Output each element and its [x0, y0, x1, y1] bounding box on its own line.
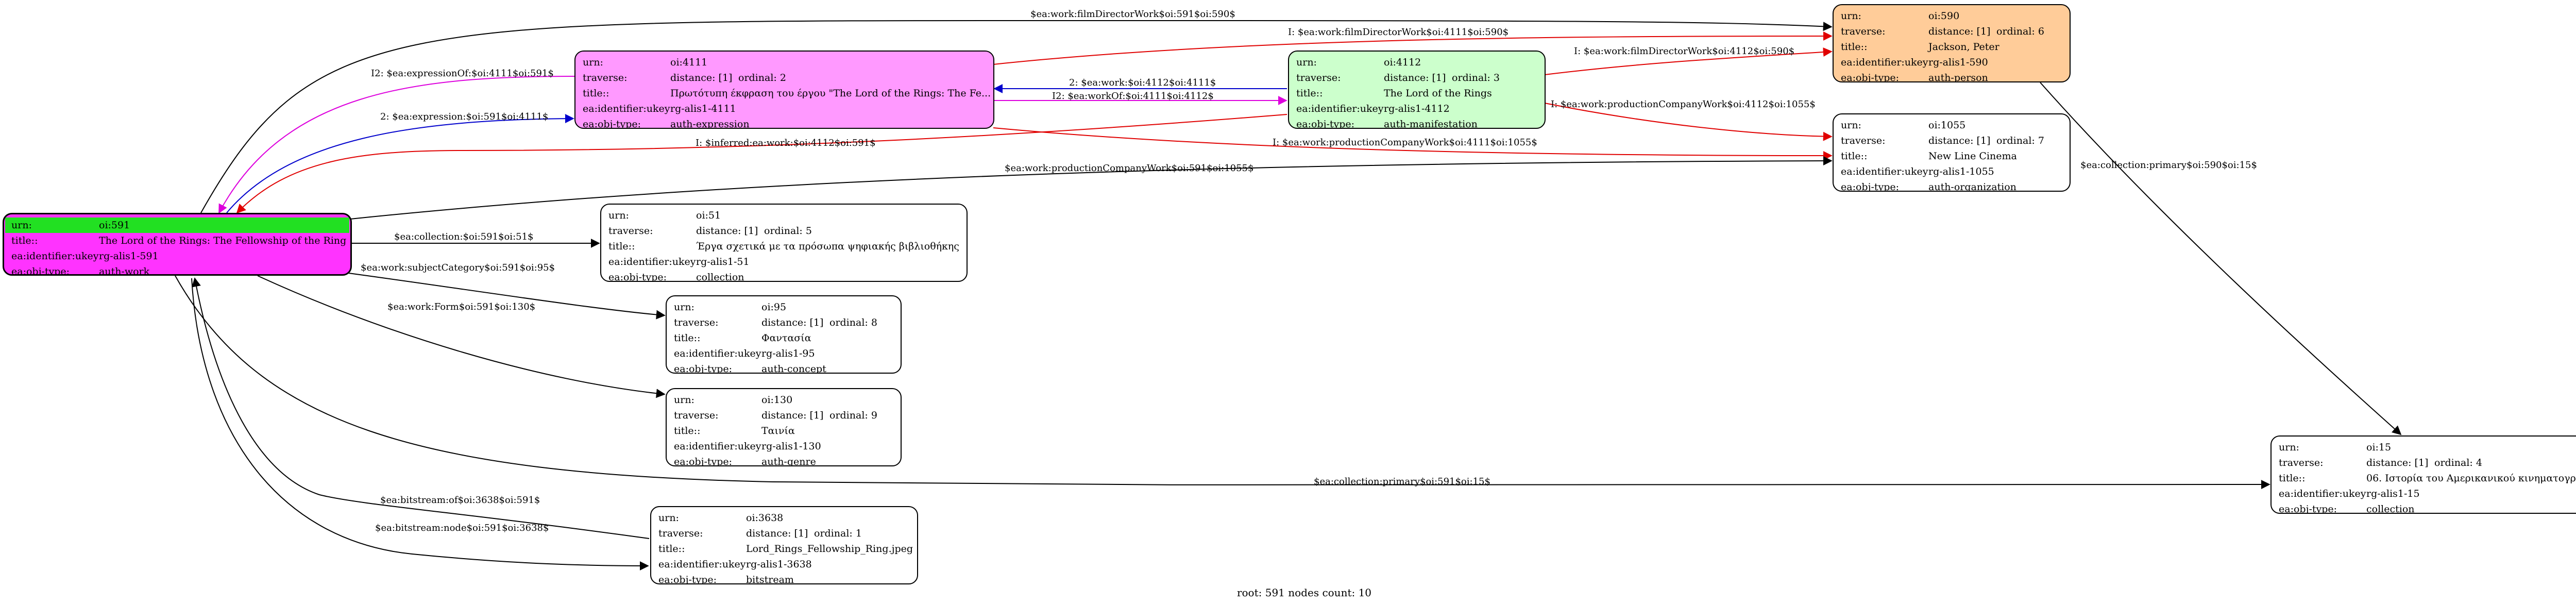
edge-e13: $ea:collection:$oi:591$oi:51$: [350, 231, 600, 248]
node-4112[interactable]: urn:oi:4112 traverse:distance: [1]ordina…: [1288, 51, 1546, 129]
edge-label-e13: $ea:collection:$oi:591$oi:51$: [394, 231, 533, 242]
edge-label-e5: 2: $ea:expression:$oi:591$oi:4111$: [380, 111, 548, 122]
edge-e18: $ea:bitstream:node$oi:591$oi:3638$: [191, 278, 649, 571]
edge-e12: $ea:collection:primary$oi:590$oi:15$: [2040, 82, 2402, 435]
node-95[interactable]: urn:oi:95 traverse:distance: [1]ordinal:…: [666, 295, 902, 374]
edge-e2: I: $ea:work:filmDirectorWork$oi:4111$oi:…: [993, 27, 1833, 65]
edge-e6: 2: $ea:work:$oi:4112$oi:4111$: [993, 77, 1287, 93]
node-130[interactable]: urn:oi:130 traverse:distance: [1]ordinal…: [666, 388, 902, 466]
node-591-objtype-row: ea:obj-type:auth-work: [11, 266, 150, 276]
node-591-title-row: title::The Lord of the Rings: The Fellow…: [11, 235, 347, 246]
edge-e8: I: $ea:work:productionCompanyWork$oi:411…: [1544, 99, 1833, 141]
edge-e17: $ea:bitstream:of$oi:3638$oi:591$: [192, 277, 650, 539]
node-591-urn-row: urn:oi:591: [5, 217, 349, 233]
node-3638[interactable]: urn:oi:3638 traverse:distance: [1]ordina…: [650, 506, 918, 584]
edge-label-e10: I: $ea:work:productionCompanyWork$oi:411…: [1273, 137, 1537, 148]
edge-e11: $ea:work:productionCompanyWork$oi:591$oi…: [350, 156, 1833, 220]
edge-label-e2: I: $ea:work:filmDirectorWork$oi:4111$oi:…: [1288, 27, 1509, 38]
edge-e4: I2: $ea:expressionOf:$oi:4111$oi:591$: [218, 68, 575, 214]
node-590[interactable]: urn:oi:590 traverse:distance: [1]ordinal…: [1833, 4, 2071, 82]
node-1055[interactable]: urn:oi:1055 traverse:distance: [1]ordina…: [1833, 113, 2071, 192]
edge-label-e4: I2: $ea:expressionOf:$oi:4111$oi:591$: [371, 68, 554, 79]
node-15[interactable]: urn:oi:15 traverse:distance: [1]ordinal:…: [2270, 435, 2576, 514]
footer-summary: root: 591 nodes count: 10: [1236, 586, 1372, 599]
edge-label-e16: $ea:collection:primary$oi:591$oi:15$: [1314, 476, 1490, 487]
edge-label-e1: $ea:work:filmDirectorWork$oi:591$oi:590$: [1030, 9, 1235, 20]
edge-label-e18: $ea:bitstream:node$oi:591$oi:3638$: [375, 523, 549, 533]
edge-e14: $ea:work:subjectCategory$oi:591$oi:95$: [329, 262, 666, 320]
edge-e7: I2: $ea:workOf:$oi:4111$oi:4112$: [994, 91, 1287, 105]
edge-e5: 2: $ea:expression:$oi:591$oi:4111$: [226, 111, 574, 213]
edge-label-e8: I: $ea:work:productionCompanyWork$oi:411…: [1551, 99, 1816, 110]
edge-label-e15: $ea:work:Form$oi:591$oi:130$: [387, 301, 535, 312]
node-4111[interactable]: urn:oi:4111 traverse:distance: [1]ordina…: [574, 51, 994, 129]
edge-label-e9: I: $inferred:ea:work:$oi:4112$oi:591$: [696, 138, 876, 148]
node-51[interactable]: urn:oi:51 traverse:distance: [1]ordinal:…: [600, 204, 968, 282]
edge-label-e12: $ea:collection:primary$oi:590$oi:15$: [2080, 160, 2257, 171]
node-591[interactable]: urn:oi:591 title::The Lord of the Rings:…: [3, 213, 352, 276]
edge-label-e11: $ea:work:productionCompanyWork$oi:591$oi…: [1005, 163, 1253, 174]
edge-e10: I: $ea:work:productionCompanyWork$oi:411…: [993, 127, 1833, 160]
edge-e3: I: $ea:work:filmDirectorWork$oi:4112$oi:…: [1544, 46, 1833, 75]
edge-label-e3: I: $ea:work:filmDirectorWork$oi:4112$oi:…: [1574, 46, 1794, 57]
edge-label-e7: I2: $ea:workOf:$oi:4111$oi:4112$: [1052, 91, 1214, 102]
edge-label-e6: 2: $ea:work:$oi:4112$oi:4111$: [1069, 77, 1216, 88]
edge-e1: $ea:work:filmDirectorWork$oi:591$oi:590$: [200, 9, 1833, 213]
edge-label-e17: $ea:bitstream:of$oi:3638$oi:591$: [380, 495, 540, 506]
edge-label-e14: $ea:work:subjectCategory$oi:591$oi:95$: [361, 262, 555, 273]
edge-e15: $ea:work:Form$oi:591$oi:130$: [257, 275, 666, 398]
edge-e9: I: $inferred:ea:work:$oi:4112$oi:591$: [236, 114, 1287, 214]
